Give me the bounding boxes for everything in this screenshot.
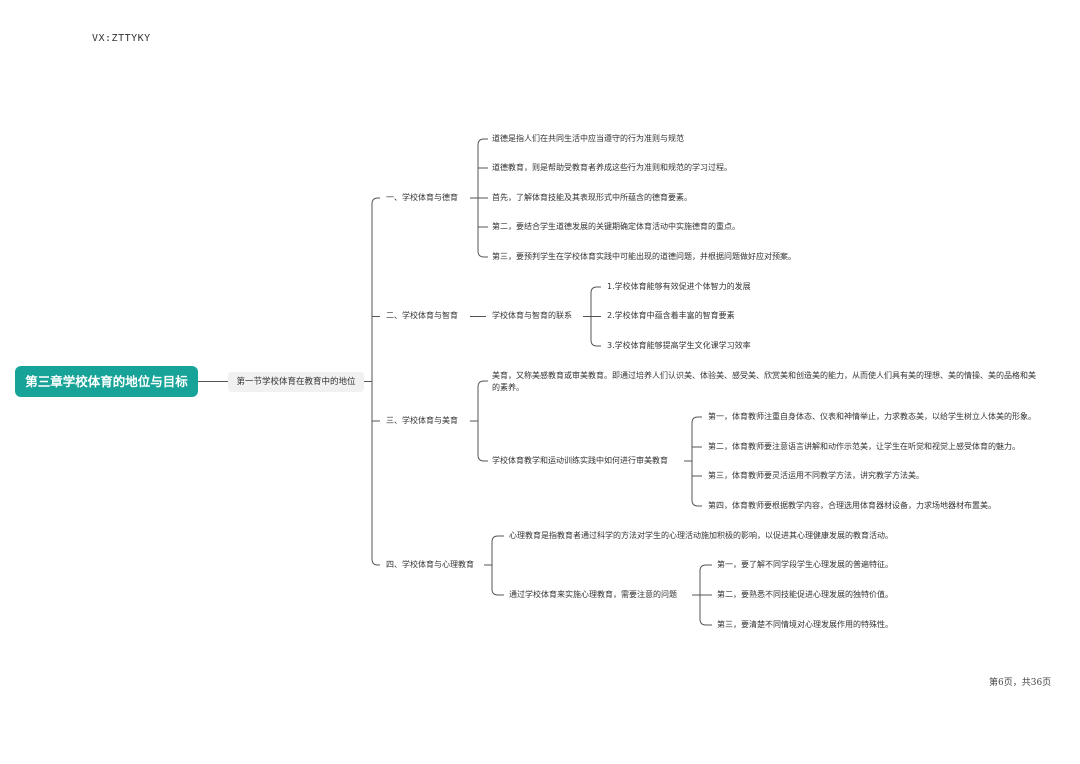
root-node[interactable]: 第三章学校体育的地位与目标 <box>15 366 198 397</box>
branch-moral-education[interactable]: 一、学校体育与德育 <box>386 193 458 202</box>
leaf-node[interactable]: 首先，了解体育技能及其表现形式中所蕴含的德育要素。 <box>492 193 692 202</box>
leaf-node[interactable]: 道德是指人们在共同生活中应当遵守的行为准则与规范 <box>492 134 684 143</box>
leaf-node[interactable]: 1.学校体育能够有效促进个体智力的发展 <box>607 282 751 291</box>
sub-node[interactable]: 通过学校体育来实施心理教育，需要注意的问题 <box>509 590 677 599</box>
definition-node[interactable]: 美育，又称美感教育或审美教育。即通过培养人们认识美、体验美、感受美、欣赏美和创造… <box>492 371 1036 392</box>
branch-psychological-education[interactable]: 四、学校体育与心理教育 <box>386 560 474 569</box>
leaf-node[interactable]: 第一，要了解不同学段学生心理发展的普遍特征。 <box>717 560 893 569</box>
page-number: 第6页，共36页 <box>989 678 1052 688</box>
leaf-node[interactable]: 2.学校体育中蕴含着丰富的智育要素 <box>607 311 735 320</box>
leaf-node[interactable]: 3.学校体育能够提高学生文化课学习效率 <box>607 341 751 350</box>
leaf-node[interactable]: 第三，要清楚不同情境对心理发展作用的特殊性。 <box>717 620 893 629</box>
sub-node[interactable]: 学校体育与智育的联系 <box>492 311 572 320</box>
leaf-node[interactable]: 第三，要预判学生在学校体育实践中可能出现的道德问题，并根据问题做好应对预案。 <box>492 252 796 261</box>
leaf-node[interactable]: 第二，要熟悉不同技能促进心理发展的独特价值。 <box>717 590 893 599</box>
branch-aesthetic-education[interactable]: 三、学校体育与美育 <box>386 416 458 425</box>
leaf-node[interactable]: 道德教育，则是帮助受教育者养成这些行为准则和规范的学习过程。 <box>492 163 732 172</box>
branch-intellectual-education[interactable]: 二、学校体育与智育 <box>386 311 458 320</box>
leaf-node[interactable]: 第三，体育教师要灵活运用不同教学方法，讲究教学方法美。 <box>708 471 924 480</box>
leaf-node[interactable]: 第二，要结合学生道德发展的关键期确定体育活动中实施德育的重点。 <box>492 222 740 231</box>
definition-node[interactable]: 心理教育是指教育者通过科学的方法对学生的心理活动施加积极的影响，以促进其心理健康… <box>509 531 893 540</box>
watermark: VX:ZTTYKY <box>92 33 151 44</box>
leaf-node[interactable]: 第一，体育教师注重自身体态、仪表和神情举止，力求教态美，以给学生树立人体美的形象… <box>708 412 1036 421</box>
section-node[interactable]: 第一节学校体育在教育中的地位 <box>228 372 364 392</box>
sub-node[interactable]: 学校体育教学和运动训练实践中如何进行审美教育 <box>492 456 668 465</box>
leaf-node[interactable]: 第二，体育教师要注意语言讲解和动作示范美，让学生在听觉和视觉上感受体育的魅力。 <box>708 442 1020 451</box>
leaf-node[interactable]: 第四，体育教师要根据教学内容，合理选用体育器材设备，力求场地器材布置美。 <box>708 501 996 510</box>
